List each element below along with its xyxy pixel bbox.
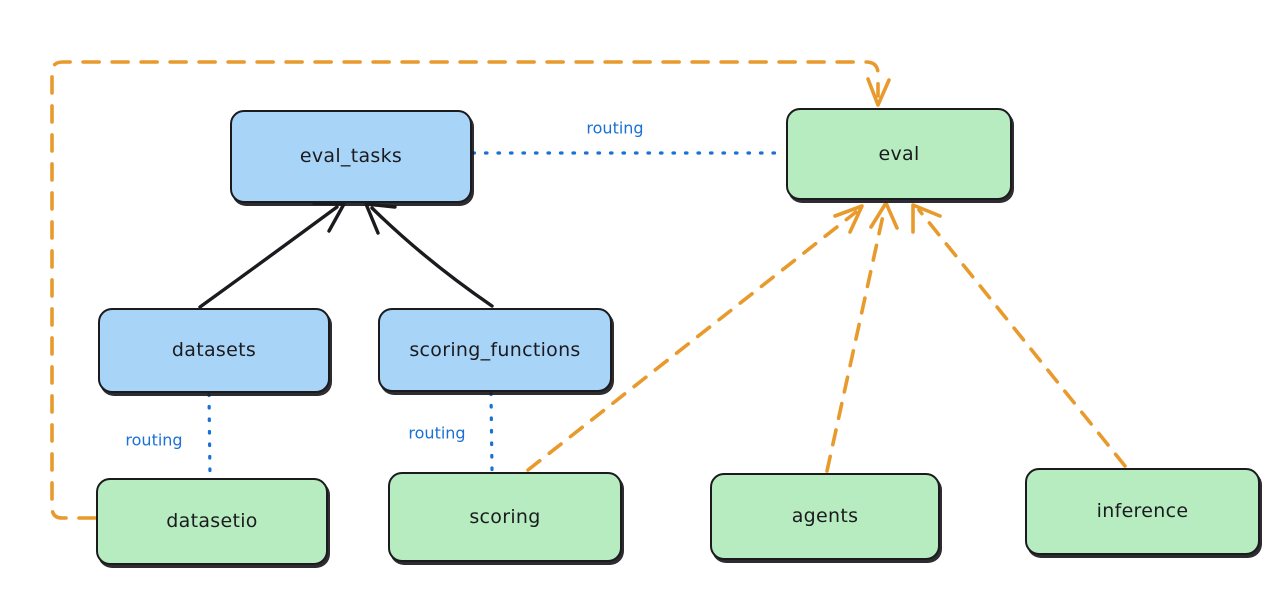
node-label: inference: [1096, 500, 1189, 522]
node-agents[interactable]: agents: [710, 473, 940, 560]
node-label: datasetio: [166, 510, 258, 532]
node-inference[interactable]: inference: [1025, 468, 1260, 555]
edge-datasets-to-datasetio: [207, 392, 212, 479]
node-label: eval: [878, 142, 920, 165]
node-datasets[interactable]: datasets: [98, 308, 330, 393]
edge-label-routing-scoring: routing: [408, 423, 466, 443]
node-label: datasets: [171, 339, 257, 361]
node-label: scoring_functions: [409, 338, 581, 361]
node-scoring-functions[interactable]: scoring_functions: [378, 308, 612, 392]
node-eval[interactable]: eval: [786, 108, 1012, 200]
node-scoring[interactable]: scoring: [388, 472, 622, 562]
edge-scoring_functions-to-scoring: [489, 391, 494, 473]
edge-agents-to-eval: [825, 201, 899, 473]
edge-label-routing-datasets: routing: [125, 430, 183, 450]
edge-scoring_functions-to-eval_tasks: [364, 202, 494, 308]
node-label: agents: [791, 505, 859, 527]
edge-inference-to-eval: [911, 203, 1127, 468]
edge-label-routing-eval: routing: [586, 118, 644, 138]
node-label: eval_tasks: [299, 145, 403, 167]
node-eval-tasks[interactable]: eval_tasks: [230, 110, 472, 203]
edge-datasets-to-eval_tasks: [198, 201, 346, 309]
node-datasetio[interactable]: datasetio: [96, 478, 328, 565]
node-label: scoring: [469, 505, 541, 528]
